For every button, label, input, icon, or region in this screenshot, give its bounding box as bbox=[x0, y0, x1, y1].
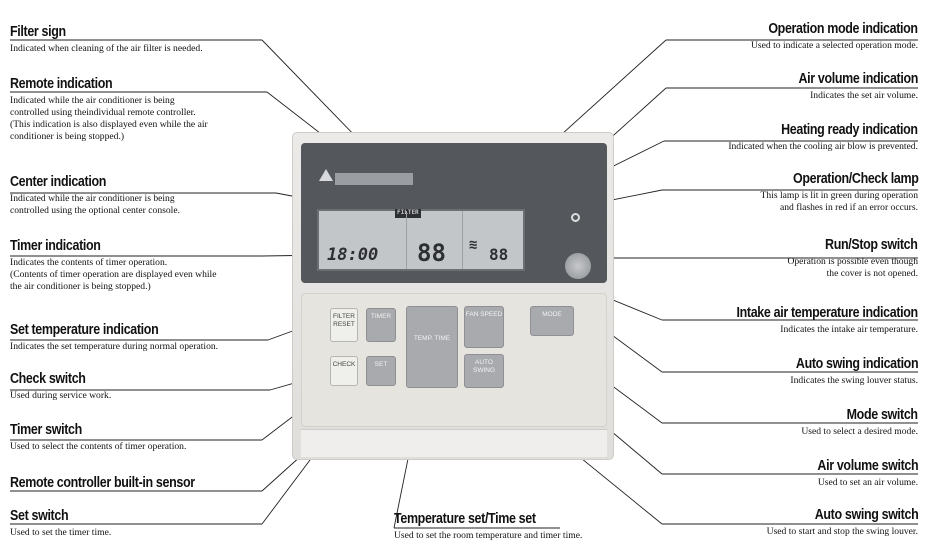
set-temperature-desc: Indicates the set temperature during nor… bbox=[10, 341, 219, 352]
operation-mode-title: Operation mode indication bbox=[768, 21, 919, 37]
check-lamp-desc: This lamp is lit in green during operati… bbox=[760, 190, 918, 213]
check-switch-annotation: Check switch Used during service work. bbox=[10, 371, 111, 402]
air-volume-indication-annotation: Air volume indication Indicates the set … bbox=[779, 71, 918, 102]
auto-swing-switch-title: Auto swing switch bbox=[814, 507, 918, 523]
timer-indication-title: Timer indication bbox=[10, 238, 101, 254]
filter-tag: FILTER bbox=[397, 209, 419, 216]
button-panel: FILTER RESET TIMER CHECK SET TEMP. TIME … bbox=[301, 293, 607, 427]
filter-sign-desc: Indicated when cleaning of the air filte… bbox=[10, 43, 203, 54]
mode-button[interactable]: MODE bbox=[530, 306, 574, 336]
temp-time-button[interactable]: TEMP. TIME bbox=[406, 306, 458, 388]
set-temp-cell bbox=[407, 211, 463, 269]
timer-button[interactable]: TIMER bbox=[366, 308, 396, 342]
air-volume-switch-desc: Used to set an air volume. bbox=[817, 477, 918, 488]
intake-air-desc: Indicates the intake air temperature. bbox=[780, 324, 918, 335]
display-panel: FILTER 18:00 88 88 ≋ bbox=[301, 143, 607, 283]
set-temperature-title: Set temperature indication bbox=[10, 322, 159, 338]
set-temp-digits: 88 bbox=[417, 239, 446, 267]
mode-switch-annotation: Mode switch Used to select a desired mod… bbox=[801, 407, 918, 438]
cover-hinge bbox=[301, 429, 607, 457]
remote-indication-annotation: Remote indication Indicated while the ai… bbox=[10, 76, 208, 143]
operation-mode-annotation: Operation mode indication Used to indica… bbox=[744, 21, 918, 52]
intake-air-title: Intake air temperature indication bbox=[736, 305, 919, 321]
heating-ready-desc: Indicated when the cooling air blow is p… bbox=[728, 141, 918, 152]
operation-mode-desc: Used to indicate a selected operation mo… bbox=[750, 40, 918, 51]
set-switch-annotation: Set switch Used to set the timer time. bbox=[10, 508, 111, 539]
air-volume-switch-annotation: Air volume switch Used to set an air vol… bbox=[801, 458, 918, 489]
brand-plate bbox=[335, 173, 413, 185]
run-stop-title: Run/Stop switch bbox=[825, 237, 918, 253]
center-indication-title: Center indication bbox=[10, 174, 107, 190]
remote-controller: FILTER 18:00 88 88 ≋ FILTER RESET TIMER … bbox=[292, 132, 614, 460]
center-indication-desc: Indicated while the air conditioner is b… bbox=[10, 193, 180, 216]
lcd-display: FILTER 18:00 88 88 ≋ bbox=[317, 209, 525, 271]
timer-switch-annotation: Timer switch Used to select the contents… bbox=[10, 422, 186, 453]
temp-time-set-title: Temperature set/Time set bbox=[394, 511, 536, 527]
heating-ready-annotation: Heating ready indication Indicated when … bbox=[728, 122, 918, 153]
timer-cell bbox=[319, 211, 407, 269]
check-lamp-title: Operation/Check lamp bbox=[792, 171, 919, 187]
auto-swing-switch-annotation: Auto swing switch Used to start and stop… bbox=[766, 507, 919, 538]
auto-swing-indication-title: Auto swing indication bbox=[795, 356, 919, 372]
air-volume-indication-title: Air volume indication bbox=[798, 71, 918, 87]
run-stop-annotation: Run/Stop switch Operation is possible ev… bbox=[787, 237, 918, 280]
auto-swing-button[interactable]: AUTO SWING bbox=[464, 354, 504, 388]
filter-reset-button[interactable]: FILTER RESET bbox=[330, 308, 358, 342]
mode-switch-desc: Used to select a desired mode. bbox=[801, 426, 918, 437]
filter-sign-segment bbox=[395, 209, 421, 218]
auto-swing-switch-desc: Used to start and stop the swing louver. bbox=[766, 526, 918, 537]
air-volume-switch-title: Air volume switch bbox=[817, 458, 918, 474]
intake-air-annotation: Intake air temperature indication Indica… bbox=[707, 305, 919, 336]
timer-indication-desc: Indicates the contents of timer operatio… bbox=[10, 257, 217, 292]
temp-time-set-annotation: Temperature set/Time set Used to set the… bbox=[394, 511, 582, 542]
air-volume-indication-desc: Indicates the set air volume. bbox=[810, 90, 918, 101]
leader-line-sensor bbox=[261, 454, 303, 492]
built-in-sensor-annotation: Remote controller built-in sensor bbox=[10, 475, 225, 491]
fan-speed-button[interactable]: FAN SPEED bbox=[464, 306, 504, 348]
set-switch-desc: Used to set the timer time. bbox=[10, 527, 112, 538]
set-button[interactable]: SET bbox=[366, 356, 396, 386]
timer-digits: 18:00 bbox=[327, 245, 379, 265]
filter-sign-title: Filter sign bbox=[10, 24, 66, 40]
set-switch-title: Set switch bbox=[10, 508, 69, 524]
filter-sign-annotation: Filter sign Indicated when cleaning of t… bbox=[10, 24, 203, 55]
heating-ready-title: Heating ready indication bbox=[781, 122, 918, 138]
run-stop-button[interactable] bbox=[565, 253, 591, 279]
check-button[interactable]: CHECK bbox=[330, 356, 358, 386]
check-switch-title: Check switch bbox=[10, 371, 86, 387]
auto-swing-indication-annotation: Auto swing indication Indicates the swin… bbox=[776, 356, 918, 387]
check-lamp-annotation: Operation/Check lamp This lamp is lit in… bbox=[760, 171, 919, 214]
remote-indication-desc: Indicated while the air conditioner is b… bbox=[10, 95, 208, 142]
brand-logo-icon bbox=[319, 169, 333, 181]
fan-segment-icon: ≋ bbox=[469, 237, 478, 253]
intake-temp-digits: 88 bbox=[489, 245, 509, 264]
timer-switch-title: Timer switch bbox=[10, 422, 82, 438]
set-temperature-annotation: Set temperature indication Indicates the… bbox=[10, 322, 218, 353]
timer-indication-annotation: Timer indication Indicates the contents … bbox=[10, 238, 216, 293]
remote-indication-title: Remote indication bbox=[10, 76, 113, 92]
operation-lamp-icon bbox=[571, 213, 580, 222]
check-switch-desc: Used during service work. bbox=[10, 390, 112, 401]
timer-switch-desc: Used to select the contents of timer ope… bbox=[10, 441, 187, 452]
built-in-sensor-title: Remote controller built-in sensor bbox=[10, 475, 195, 491]
temp-time-set-desc: Used to set the room temperature and tim… bbox=[394, 530, 583, 541]
mode-switch-title: Mode switch bbox=[846, 407, 918, 423]
auto-swing-indication-desc: Indicates the swing louver status. bbox=[790, 375, 918, 386]
center-indication-annotation: Center indication Indicated while the ai… bbox=[10, 174, 180, 217]
